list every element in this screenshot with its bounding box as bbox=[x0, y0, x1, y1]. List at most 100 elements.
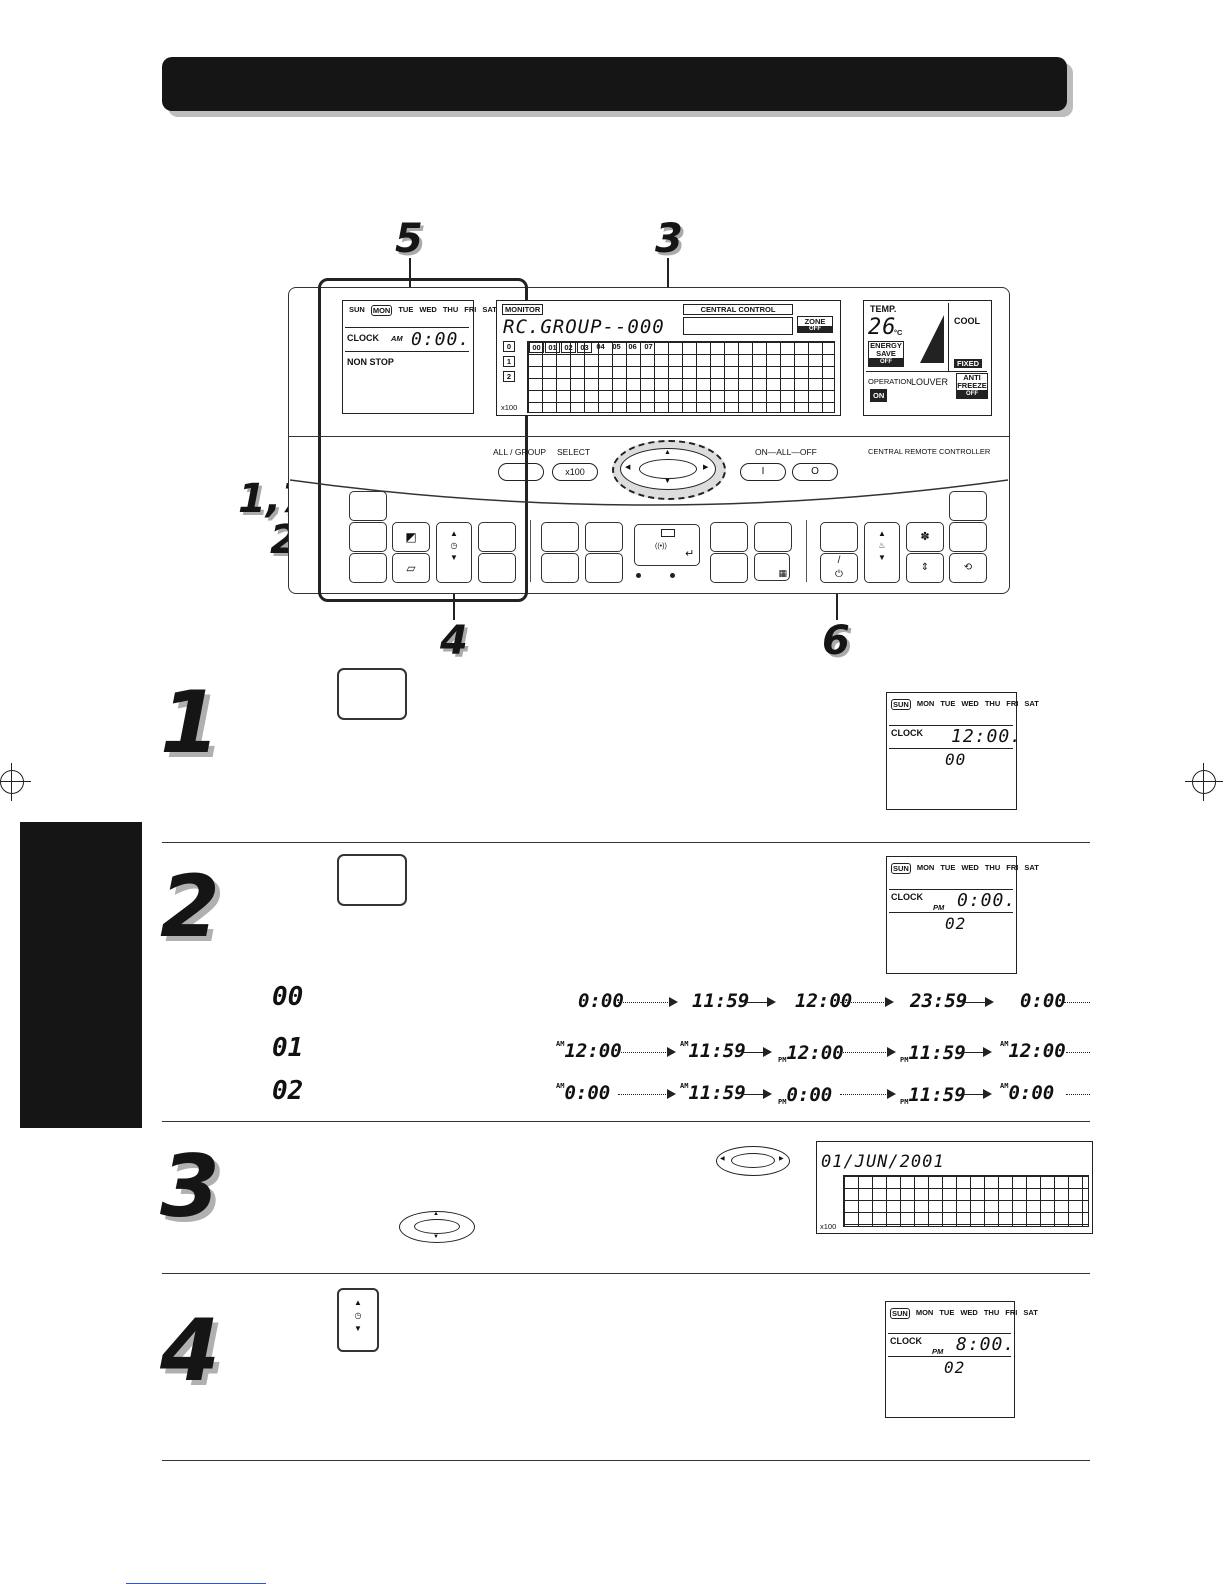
time-stepper-button[interactable]: ▲ ◷ ▼ bbox=[436, 522, 472, 583]
anti-freeze: ANTI FREEZE OFF bbox=[956, 373, 988, 399]
right-button-1[interactable] bbox=[820, 522, 858, 552]
group-display: RC.GROUP--000 bbox=[503, 316, 665, 338]
step-1-clock-time: 12:00. bbox=[951, 726, 1023, 747]
step-3-date-lcd: 01/JUN/2001 x100 bbox=[816, 1141, 1093, 1234]
step-3-icon-center bbox=[731, 1153, 775, 1168]
step-4-mode: 02 bbox=[944, 1358, 966, 1377]
step-4-time-stepper-icon: ▲ ◷ ▼ bbox=[337, 1288, 379, 1352]
step-4-lcd: SUN MON TUE WED THU FRI SAT CLOCK PM 8:0… bbox=[885, 1301, 1038, 1418]
mode-02-arrow-4 bbox=[962, 1089, 992, 1099]
step-1-day-mon: MON bbox=[916, 699, 935, 708]
mode-01-time-3: 12:00 bbox=[786, 1042, 844, 1064]
cursor-pad[interactable]: ▲ ▼ ◀ ▶ bbox=[620, 448, 716, 490]
set-button[interactable] bbox=[349, 522, 387, 552]
energy-save-text: ENERGY SAVE bbox=[870, 341, 902, 358]
step-1-divider-2 bbox=[889, 748, 1013, 749]
select-x100-button[interactable]: x100 bbox=[552, 463, 598, 481]
row-header-0: 0 bbox=[503, 341, 515, 352]
step-2-day-tue: TUE bbox=[940, 863, 956, 872]
edit-icon-button[interactable]: ◩ bbox=[392, 522, 430, 552]
enter-button[interactable]: ((•)) ↵ bbox=[634, 524, 700, 566]
mode-02-arrow-1 bbox=[618, 1089, 676, 1099]
cursor-up-icon[interactable]: ▲ bbox=[664, 449, 671, 456]
step-1-button-icon bbox=[337, 668, 407, 720]
center-button-5[interactable] bbox=[710, 522, 748, 552]
left-button-3[interactable] bbox=[349, 553, 387, 583]
day-sun: SUN bbox=[349, 305, 365, 314]
status-divider-h bbox=[866, 371, 987, 372]
center-button-7[interactable] bbox=[754, 522, 792, 552]
section-title-bar bbox=[162, 57, 1067, 111]
operation-label: OPERATION bbox=[868, 377, 912, 386]
step-4-number: 4 bbox=[160, 1301, 220, 1401]
mode-icon-button[interactable]: ⟲ bbox=[949, 553, 987, 583]
mode-02-trail bbox=[1066, 1094, 1090, 1095]
lcd-divider-2 bbox=[345, 351, 469, 352]
mode-02-arrow-2 bbox=[742, 1089, 772, 1099]
center-button-2[interactable] bbox=[541, 553, 579, 583]
clock-time: 0:00. bbox=[411, 329, 471, 350]
temp-down-icon[interactable]: ▼ bbox=[878, 553, 886, 562]
step-3-x100: x100 bbox=[820, 1222, 837, 1231]
temp-up-icon[interactable]: ▲ bbox=[878, 529, 886, 538]
registration-mark-right bbox=[1185, 763, 1223, 801]
fan-icon-button[interactable]: ✽ bbox=[906, 522, 944, 552]
step-2-day-mon: MON bbox=[916, 863, 935, 872]
all-on-button[interactable]: I bbox=[740, 463, 786, 481]
step-2-divider bbox=[889, 889, 1013, 890]
right-button-2[interactable] bbox=[949, 522, 987, 552]
mode-01-t1: AM12:00 bbox=[556, 1040, 622, 1062]
louver-icon-button[interactable]: ⇕ bbox=[906, 553, 944, 583]
cursor-left-icon[interactable]: ◀ bbox=[625, 464, 631, 471]
cursor-right-icon[interactable]: ▶ bbox=[703, 464, 709, 471]
panel-divider bbox=[288, 436, 1010, 437]
mode-01-arrow-2 bbox=[742, 1047, 772, 1057]
mode-02-t1: AM0:00 bbox=[556, 1082, 610, 1104]
on-off-button[interactable]: /⏻ bbox=[820, 553, 858, 583]
step-2-mode: 02 bbox=[945, 914, 967, 933]
cursor-down-icon[interactable]: ▼ bbox=[664, 478, 671, 485]
temp-label: TEMP. bbox=[870, 304, 897, 314]
step-4-up-icon: ▲ bbox=[354, 1298, 362, 1307]
zone-label: ZONE OFF bbox=[797, 316, 833, 333]
mode-row-02-label: 02 bbox=[272, 1076, 304, 1106]
mode-00-trail bbox=[1064, 1002, 1090, 1003]
clock-button[interactable] bbox=[349, 491, 387, 521]
step-1-clock-label: CLOCK bbox=[891, 728, 923, 738]
step-2-number: 2 bbox=[160, 857, 220, 957]
step-1-mode: 00 bbox=[945, 750, 967, 769]
step-2-button-icon bbox=[337, 854, 407, 906]
callout-4: 4 bbox=[440, 618, 468, 664]
cursor-pad-center[interactable] bbox=[639, 459, 697, 479]
mode-01-t3: PM12:00 bbox=[778, 1042, 844, 1064]
zone-text: ZONE bbox=[804, 317, 826, 326]
step-4-day-thu: THU bbox=[983, 1308, 1000, 1317]
all-group-button[interactable] bbox=[498, 463, 544, 481]
step-4-day-mon: MON bbox=[915, 1308, 934, 1317]
center-button-4[interactable] bbox=[585, 553, 623, 583]
center-button-1[interactable] bbox=[541, 522, 579, 552]
right-button-top[interactable] bbox=[949, 491, 987, 521]
step-1-number: 1 bbox=[160, 673, 220, 773]
mode-01-arrow-1 bbox=[618, 1047, 676, 1057]
x100-label: x100 bbox=[501, 403, 518, 412]
mode-01-time-4: 11:59 bbox=[908, 1042, 966, 1064]
copy-icon-button[interactable]: ▱ bbox=[392, 553, 430, 583]
time-down-icon[interactable]: ▼ bbox=[450, 553, 458, 562]
left-button-5[interactable] bbox=[478, 553, 516, 583]
mode-02-t5: AM0:00 bbox=[1000, 1082, 1054, 1104]
mode-01-ampm-1: AM bbox=[556, 1040, 565, 1048]
temp-stepper-button[interactable]: ▲ ♨ ▼ bbox=[864, 522, 900, 583]
clock-label: CLOCK bbox=[347, 333, 379, 343]
all-off-button[interactable]: O bbox=[792, 463, 838, 481]
center-button-6[interactable] bbox=[710, 553, 748, 583]
center-button-3[interactable] bbox=[585, 522, 623, 552]
grid-icon-button[interactable]: ▦ bbox=[754, 553, 790, 581]
step-3-up-arrow-icon: ▲ bbox=[433, 1211, 439, 1217]
step-1-day-thu: THU bbox=[984, 699, 1001, 708]
monitor-label: MONITOR bbox=[502, 304, 544, 315]
fixed-label: FIXED bbox=[954, 359, 983, 368]
lcd-days: SUN MON TUE WED THU FRI SAT bbox=[349, 305, 497, 316]
time-up-icon[interactable]: ▲ bbox=[450, 529, 458, 538]
left-button-4[interactable] bbox=[478, 522, 516, 552]
